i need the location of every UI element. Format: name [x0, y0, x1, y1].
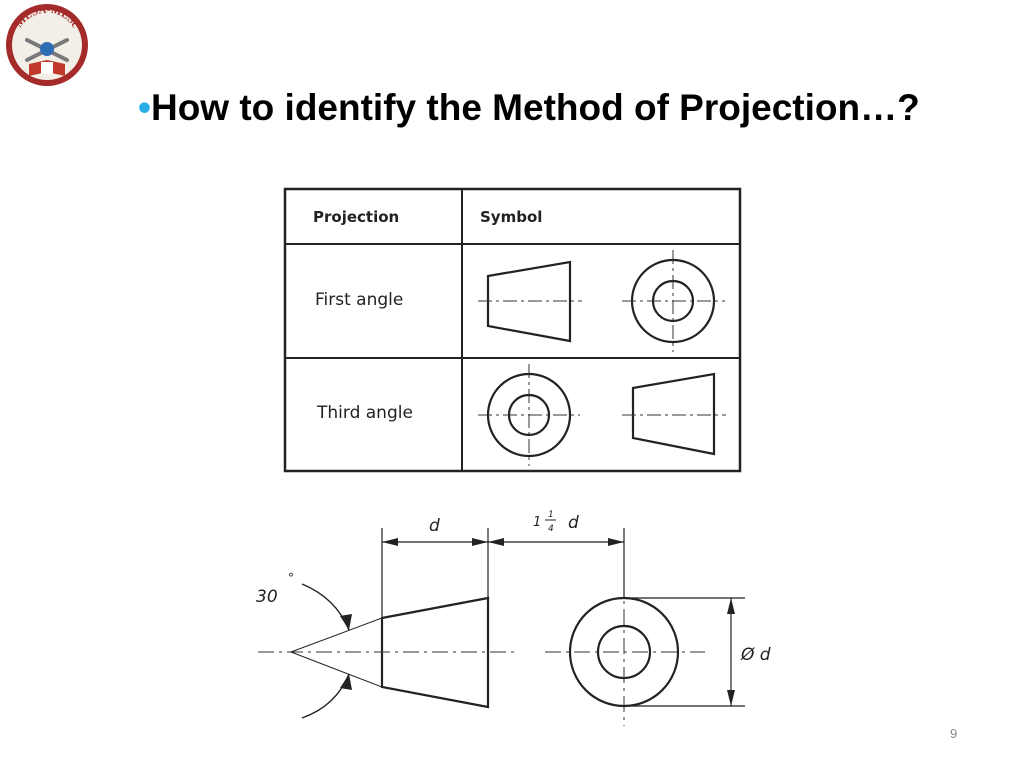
width-label: d [429, 516, 440, 536]
spacing-numerator: 1 [548, 510, 554, 520]
angle-arcs [301, 583, 350, 719]
first-angle-centerlines [478, 250, 725, 352]
diameter-label: Ø d [740, 645, 771, 665]
first-angle-frustum [486, 260, 572, 343]
bullet-icon: • [138, 87, 151, 128]
dimensioned-frustum [380, 596, 490, 709]
slide-title: •How to identify the Method of Projectio… [138, 84, 920, 132]
row-label-third-angle: Third angle [316, 403, 413, 423]
mesa-mesc-logo-icon: MESA-MESc [6, 4, 88, 86]
table-header-symbol: Symbol [480, 208, 542, 226]
width-extension-lines [381, 528, 745, 707]
third-angle-frustum [631, 372, 716, 456]
angle-arrowheads [340, 614, 352, 690]
third-angle-centerlines [478, 364, 726, 466]
spacing-denominator: 4 [548, 524, 554, 534]
slide-title-text: How to identify the Method of Projection… [150, 87, 920, 128]
angle-label: 30 [256, 587, 278, 607]
page-number: 9 [950, 726, 958, 741]
horizontal-dimension-lines [382, 541, 732, 706]
spacing-whole: 1 [533, 515, 541, 530]
dimensioned-centerlines [258, 580, 705, 726]
row-label-first-angle: First angle [315, 290, 403, 310]
dimension-arrowheads [382, 538, 735, 706]
projection-table-border [283, 187, 742, 473]
logo-globe-icon [40, 42, 54, 56]
spacing-variable: d [568, 513, 579, 533]
logo-book-page-icon [41, 62, 53, 74]
table-header-projection: Projection [313, 208, 399, 226]
degree-symbol: ° [288, 571, 294, 585]
taper-extension-lines [290, 617, 383, 688]
